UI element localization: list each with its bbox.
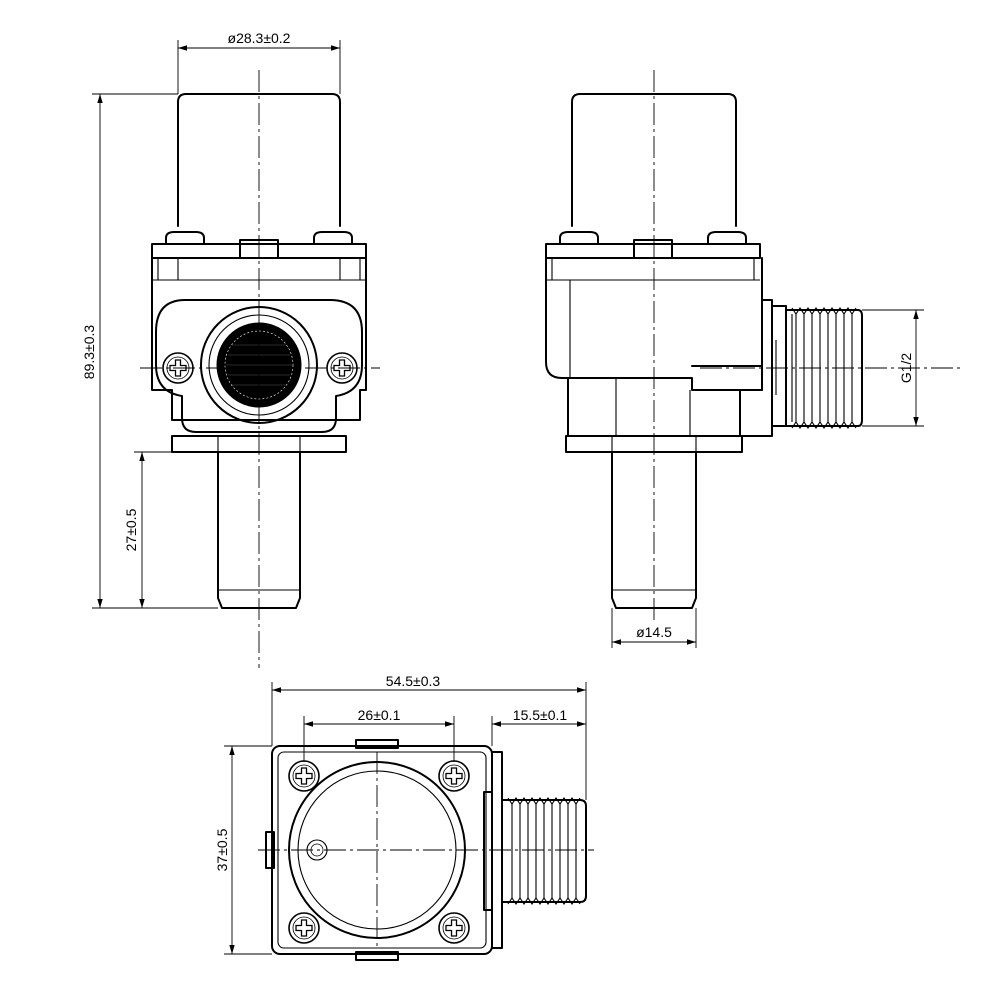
dim-solenoid-diameter: ø28.3±0.2 xyxy=(228,30,291,46)
dim-overall-width: 54.5±0.3 xyxy=(386,673,441,689)
top-screw-4-icon xyxy=(438,912,470,944)
thread-collar xyxy=(771,305,787,427)
top-screw-right xyxy=(313,231,353,245)
flange xyxy=(155,299,363,433)
dim-outlet-diameter: ø14.5 xyxy=(636,624,672,640)
top-screw-2-icon xyxy=(438,760,470,792)
valve-body xyxy=(151,257,367,421)
dim-screw-spacing: 26±0.1 xyxy=(358,707,401,723)
top-thread-pipe xyxy=(501,797,587,905)
dim-thread-length: 15.5±0.1 xyxy=(513,707,568,723)
side-body xyxy=(545,257,763,391)
top-screw-left xyxy=(165,231,205,245)
dim-outlet-length: 27±0.5 xyxy=(123,508,139,551)
top-screw-1-icon xyxy=(288,760,320,792)
front-view xyxy=(140,70,380,668)
thread-hex xyxy=(739,299,773,437)
side-view xyxy=(545,70,962,620)
dim-thread-size: G1/2 xyxy=(898,353,914,384)
solenoid-coil xyxy=(177,93,341,227)
side-upper-plate xyxy=(545,243,761,259)
side-solenoid-coil xyxy=(571,93,737,227)
dim-overall-height: 89.3±0.3 xyxy=(81,325,97,380)
dim-body-depth: 37±0.5 xyxy=(214,828,230,871)
dimension-lines xyxy=(92,40,924,955)
top-screw-3-icon xyxy=(288,912,320,944)
top-view xyxy=(258,739,594,961)
